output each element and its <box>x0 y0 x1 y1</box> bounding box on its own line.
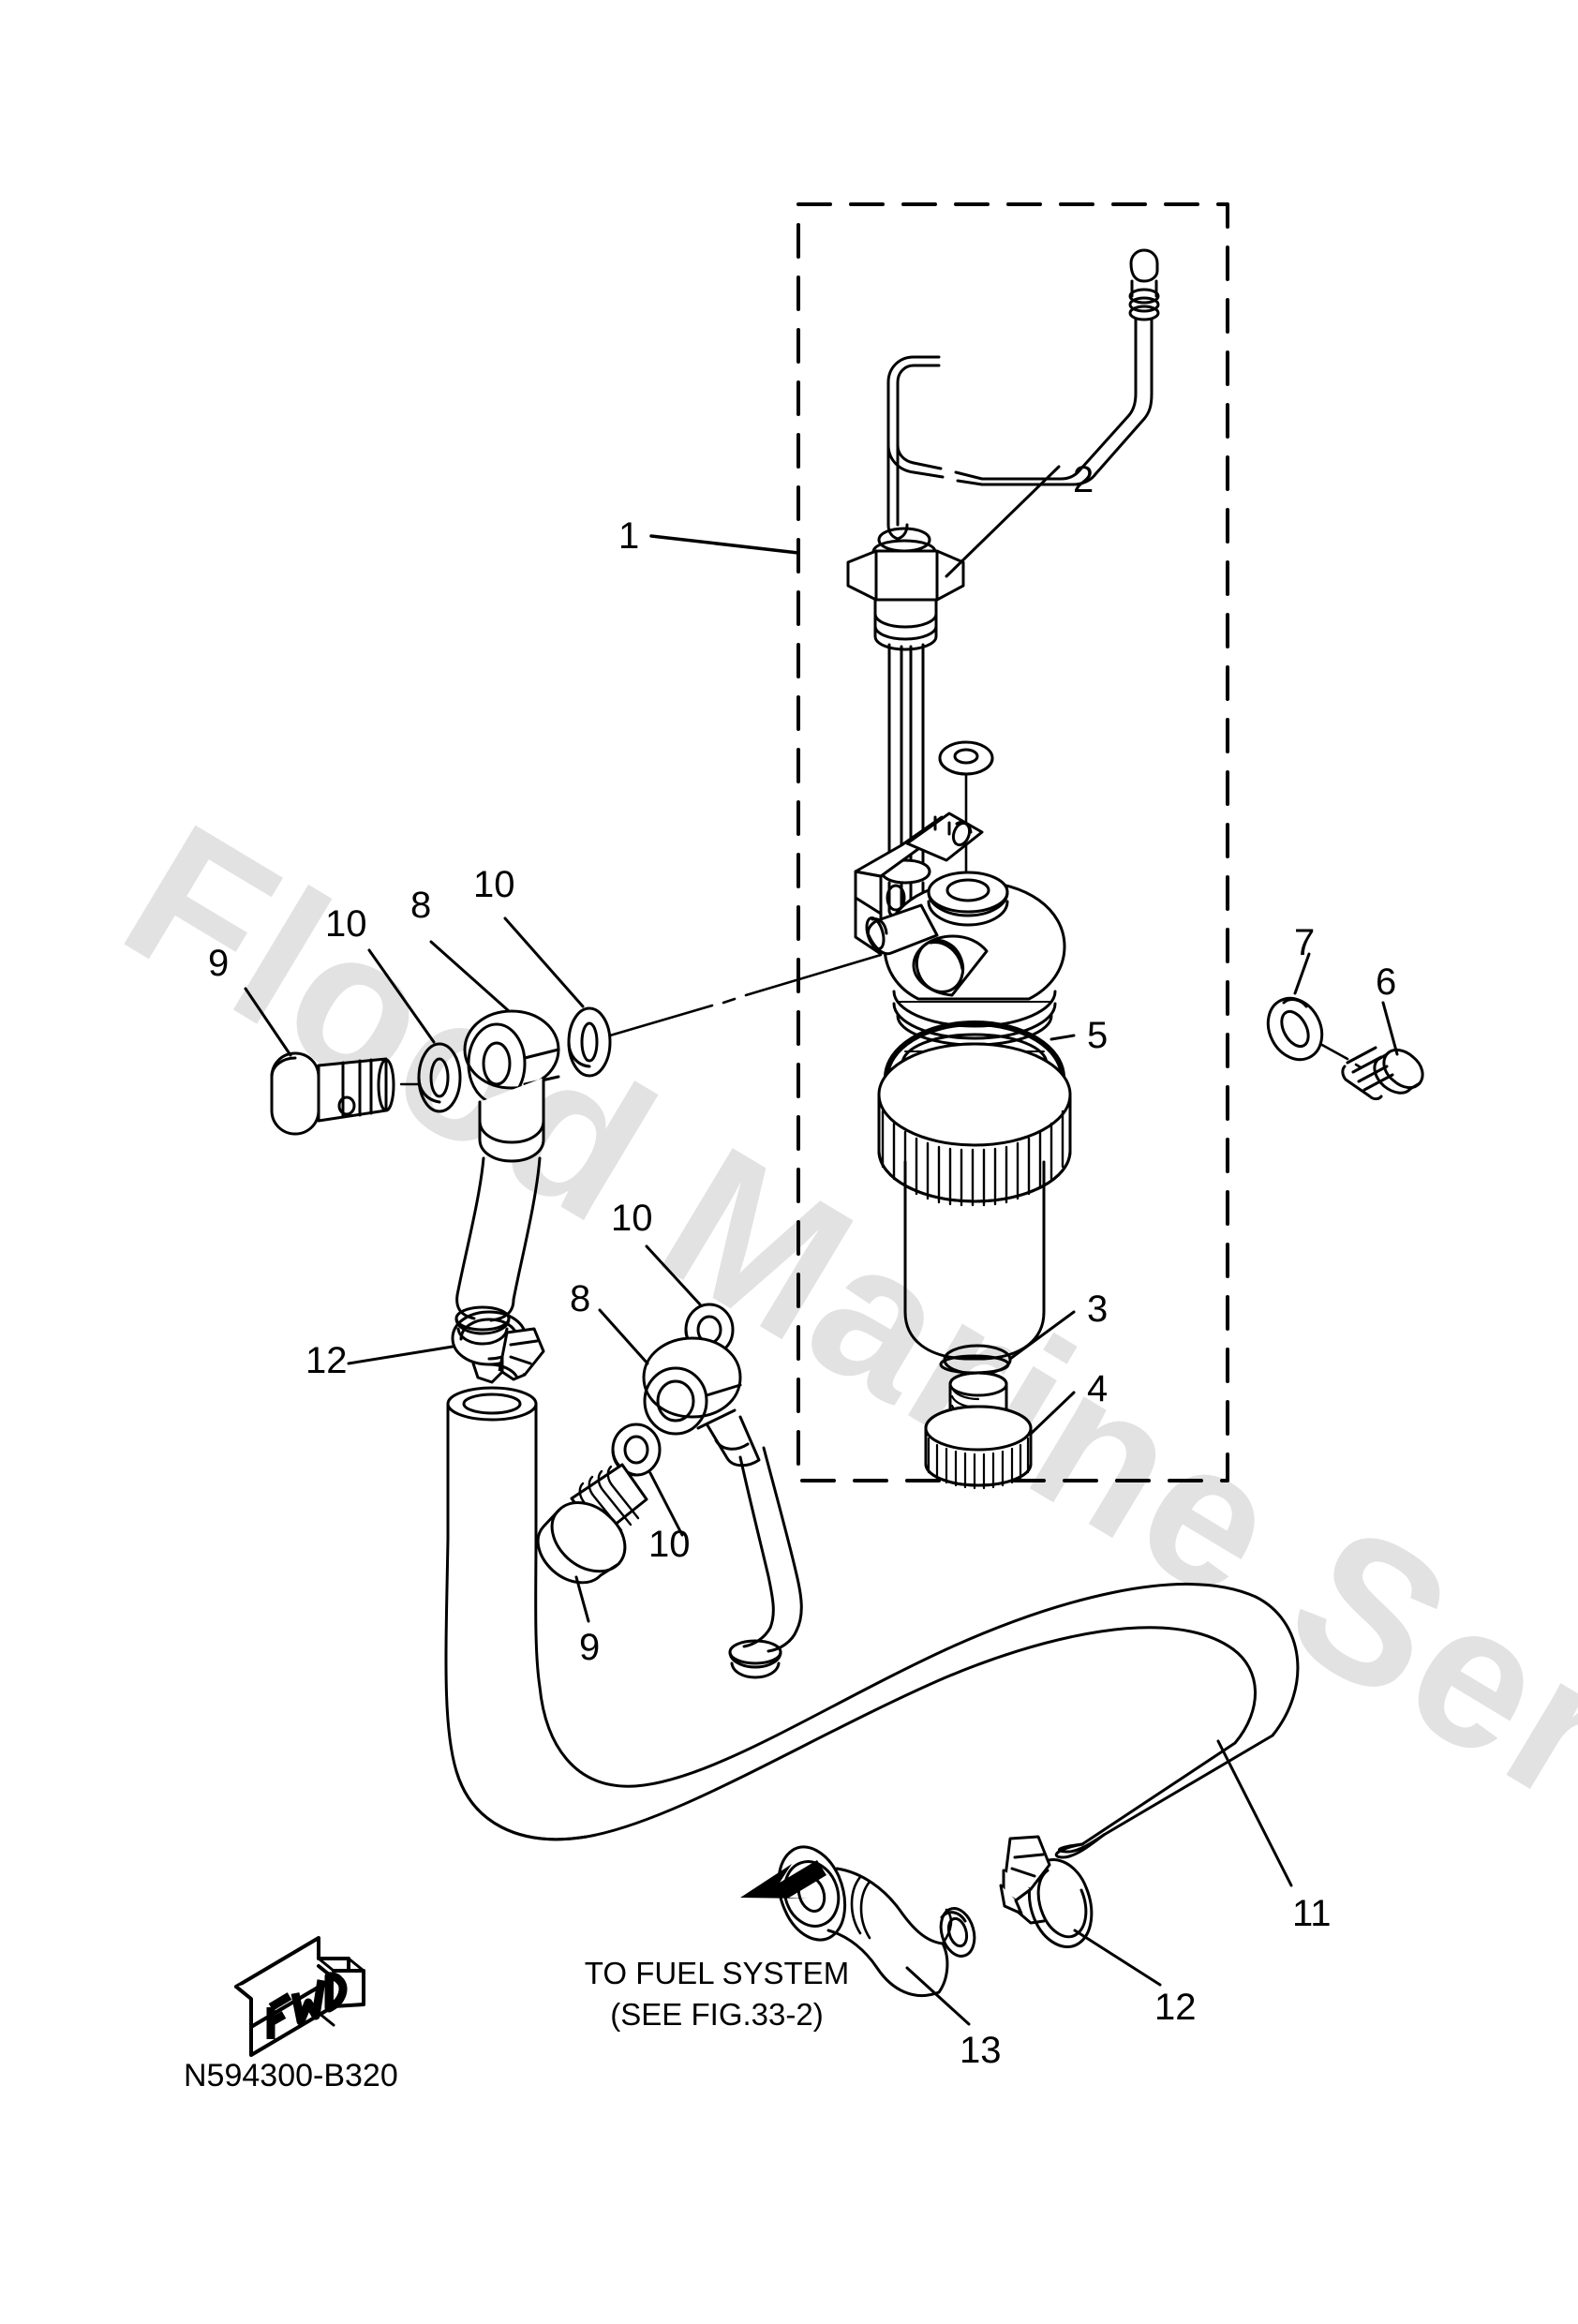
leader-9b <box>574 1575 590 1623</box>
part-12-hose-clamp-left <box>347 1310 545 1384</box>
part-9-banjo-bolt-upper <box>244 987 395 1136</box>
callout-12-right: 12 <box>1154 1987 1197 2028</box>
callout-5: 5 <box>1087 1015 1109 1056</box>
leader-6 <box>1381 1001 1399 1056</box>
callout-2: 2 <box>1073 459 1094 500</box>
group-box <box>796 202 1229 1482</box>
callout-8-upper: 8 <box>410 885 432 926</box>
callout-9-upper: 9 <box>208 943 230 984</box>
leader-3 <box>1008 1310 1076 1361</box>
leader-2 <box>945 465 1061 578</box>
leader-10b <box>503 916 585 1008</box>
leader-9 <box>244 987 292 1057</box>
callout-6: 6 <box>1376 961 1397 1003</box>
leader-7 <box>1293 952 1311 995</box>
callout-4: 4 <box>1087 1368 1109 1409</box>
part-11-hose-upper-stub <box>444 1386 588 1841</box>
callout-12-left: 12 <box>305 1340 348 1381</box>
leader-10d <box>648 1471 684 1537</box>
to-fuel-system-line2: (SEE FIG.33-2) <box>610 1996 824 2032</box>
callout-9-lower: 9 <box>579 1627 601 1668</box>
part-4-drain-screw <box>924 1371 1076 1490</box>
part-5-filter-assembly <box>854 740 1076 1375</box>
leader-8b <box>598 1308 649 1365</box>
callout-1: 1 <box>618 515 640 557</box>
part-3-oring <box>943 1310 1076 1376</box>
part-8-banjo-fitting-lower <box>598 1308 803 1679</box>
part-9-banjo-bolt-lower <box>536 1463 648 1623</box>
part-12-hose-clamp-right <box>999 1835 1162 1987</box>
leader-8a <box>429 940 510 1012</box>
callout-8-lower: 8 <box>570 1278 591 1319</box>
leader-13 <box>905 1966 971 2026</box>
leader-10c <box>645 1244 702 1306</box>
leader-12a <box>347 1345 454 1365</box>
leader-11 <box>1216 1739 1293 1887</box>
leader-4 <box>1029 1391 1076 1436</box>
callout-11: 11 <box>1292 1893 1332 1934</box>
part-10-gasket-upper-left <box>367 948 462 1113</box>
leader-1 <box>649 534 800 555</box>
callout-3: 3 <box>1087 1289 1109 1330</box>
callout-10-lower-upper: 10 <box>611 1198 653 1239</box>
part-10-gasket-lower-lower <box>611 1423 684 1537</box>
part-2-fuel-sensor <box>846 248 1160 919</box>
part-11-fuel-hose <box>454 1583 1300 1887</box>
leader-10a <box>367 948 436 1044</box>
to-fuel-system-line1: TO FUEL SYSTEM <box>584 1956 850 1990</box>
callout-13: 13 <box>960 2030 1002 2071</box>
part-8-banjo-fitting-upper <box>429 940 560 1346</box>
callout-10-lower-lower: 10 <box>648 1524 691 1565</box>
callout-10-upper-right: 10 <box>473 864 515 905</box>
part-10-gasket-upper-right <box>503 916 883 1078</box>
part-6-bolt <box>1318 1001 1424 1101</box>
part-7-washer <box>1266 952 1324 1062</box>
callout-10-upper-left: 10 <box>325 903 367 945</box>
to-fuel-system-arrow <box>740 1860 826 1899</box>
part-13-fuel-joint-pipe <box>777 1845 976 2026</box>
to-fuel-system-note: TO FUEL SYSTEM (SEE FIG.33-2) <box>562 1953 871 2034</box>
diagram-part-number: N594300-B320 <box>184 2058 398 2093</box>
fwd-arrow-icon <box>234 1936 365 2057</box>
callout-7: 7 <box>1294 922 1316 963</box>
leader-5 <box>1050 1034 1076 1041</box>
leader-12b <box>1073 1929 1162 1987</box>
